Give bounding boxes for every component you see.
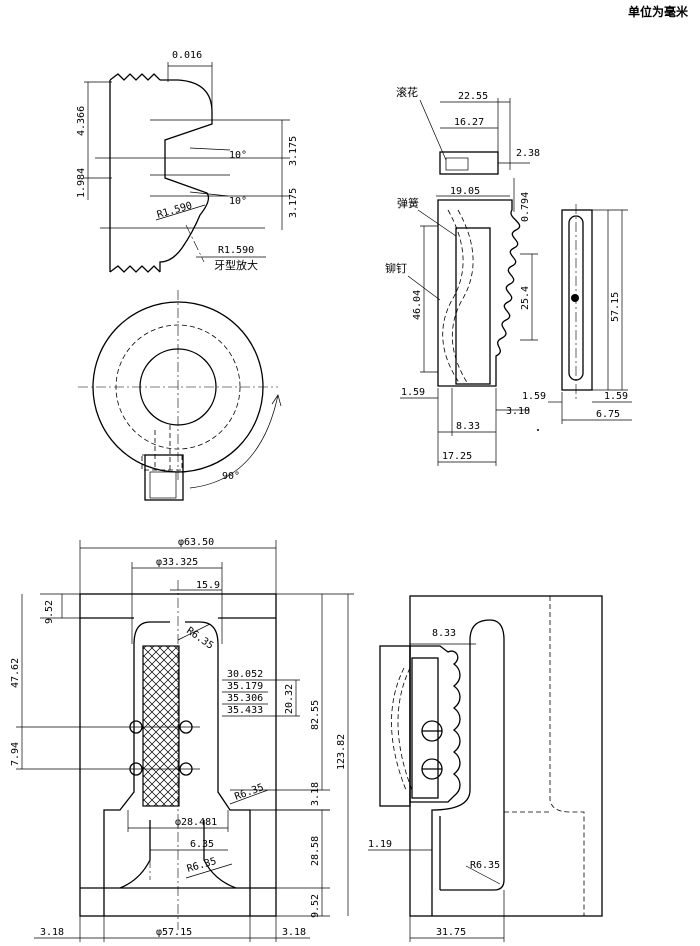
stray-dot — [537, 429, 539, 431]
dim-46-04: 46.04 — [412, 290, 423, 320]
radius-label-1: R1.590 — [156, 200, 194, 221]
dim-15-9: 15.9 — [196, 580, 220, 591]
dim-r6-35-bottom: R6.35 — [186, 856, 218, 875]
dim-8-33: 8.33 — [456, 421, 480, 432]
dim-19-05: 19.05 — [450, 186, 480, 197]
dim-6-75: 6.75 — [596, 409, 620, 420]
side-section-view: 8.33 1.19 R6.35 31.75 — [368, 595, 603, 942]
dim-28-58: 28.58 — [310, 836, 321, 866]
dim-123-82: 123.82 — [336, 734, 347, 770]
dim-9-52-bottom: 9.52 — [310, 894, 321, 918]
dim-3-175-a: 3.175 — [288, 136, 299, 166]
thread-profile-view: 0.016 4.366 1.984 3.175 3.175 10° 10° R1… — [76, 50, 299, 273]
dim-1-19: 1.19 — [368, 839, 392, 850]
dim-30-052: 30.052 — [227, 669, 263, 680]
dim-47-62: 47.62 — [10, 658, 21, 688]
angle-10-lower: 10° — [229, 196, 247, 207]
label-knurl: 滚花 — [396, 85, 418, 99]
dim-3-18-bottom-right: 3.18 — [282, 927, 306, 938]
dim-25-4: 25.4 — [520, 286, 531, 310]
dim-r6-35-mid: R6.35 — [233, 782, 265, 803]
dim-17-25: 17.25 — [442, 451, 472, 462]
label-rivet: 铆钉 — [385, 261, 407, 275]
dim-1-59-slot-left: 1.59 — [522, 391, 546, 402]
dim-6-35: 6.35 — [190, 839, 214, 850]
dim-phi-33-325: φ33.325 — [156, 557, 198, 568]
dim-9-52-top: 9.52 — [44, 600, 55, 624]
dim-3-175-b: 3.175 — [288, 188, 299, 218]
dim-phi-57-15: φ57.15 — [156, 927, 192, 938]
dim-3-18-right: 3.18 — [310, 782, 321, 806]
dim-57-15: 57.15 — [610, 292, 621, 322]
dim-1-59-slot-right: 1.59 — [604, 391, 628, 402]
dim-35-179: 35.179 — [227, 681, 263, 692]
dim-0-016: 0.016 — [172, 50, 202, 61]
dim-3-18: 3.18 — [506, 406, 530, 417]
thread-caption: 牙型放大 — [214, 258, 258, 272]
front-section-view: φ63.50 φ33.325 15.9 9.52 47.62 7.94 R6.3… — [10, 537, 354, 942]
dim-1-59-left: 1.59 — [401, 387, 425, 398]
dim-82-55: 82.55 — [310, 700, 321, 730]
spring-assembly-view: 滚花 22.55 16.27 2.38 19.05 0.794 弹簧 铆钉 46… — [385, 85, 540, 466]
slot-view: 57.15 1.59 1.59 6.75 — [522, 204, 632, 424]
dim-31-75: 31.75 — [436, 927, 466, 938]
dim-4-366: 4.366 — [76, 106, 87, 136]
radius-label-2: R1.590 — [218, 245, 254, 256]
ring-view: 90° — [78, 290, 282, 501]
dim-phi-63-50: φ63.50 — [178, 537, 214, 548]
unit-note: 单位为毫米 — [628, 4, 689, 19]
dim-7-94: 7.94 — [10, 742, 21, 766]
dim-22-55: 22.55 — [458, 91, 488, 102]
dim-20-32: 20.32 — [284, 684, 295, 714]
dim-8-33-side: 8.33 — [432, 628, 456, 639]
dim-2-38: 2.38 — [516, 148, 540, 159]
angle-10-upper: 10° — [229, 150, 247, 161]
dim-0-794: 0.794 — [520, 192, 531, 222]
dim-1-984: 1.984 — [76, 168, 87, 198]
dim-phi-28-481: φ28.481 — [175, 817, 217, 828]
angle-90: 90° — [222, 471, 240, 482]
dim-35-433: 35.433 — [227, 705, 263, 716]
label-spring: 弹簧 — [397, 196, 419, 210]
dim-3-18-bottom-left: 3.18 — [40, 927, 64, 938]
dim-16-27: 16.27 — [454, 117, 484, 128]
dim-35-306: 35.306 — [227, 693, 263, 704]
dim-r6-35-side: R6.35 — [470, 860, 500, 871]
